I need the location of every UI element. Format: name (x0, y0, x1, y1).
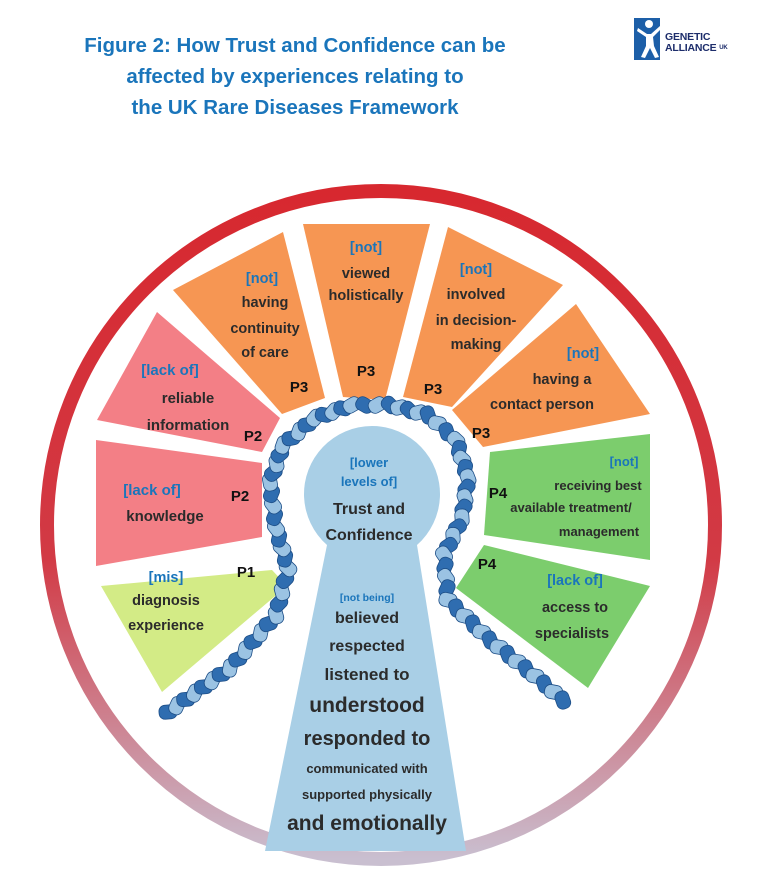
segment-qualifier: [lack of] (123, 482, 181, 499)
segment-shape (101, 570, 287, 692)
center-label: [lower levels of] Trust and Confidence (325, 455, 412, 544)
logo-wordmark: GENETIC ALLIANCE UK (665, 31, 728, 54)
segment-text-line: knowledge (126, 508, 204, 525)
segment-shape (452, 304, 650, 447)
keyhole-line-4: understood (309, 694, 425, 717)
segment-text-line: holistically (329, 288, 404, 304)
keyhole-line-3: listened to (324, 665, 409, 684)
logo-suffix: UK (719, 45, 728, 51)
priority-tag: P3 (472, 425, 490, 442)
center-line-1: Trust and (333, 501, 405, 518)
person-logo-icon (634, 18, 661, 60)
segment-text-line: specialists (535, 626, 609, 642)
keyhole-qualifier: [not being] (340, 592, 394, 604)
segment-text-line: access to (542, 600, 608, 616)
genetic-alliance-logo: GENETIC ALLIANCE UK (632, 14, 752, 66)
keyhole-line-8: and emotionally (287, 812, 447, 835)
segment-text-line: receiving best (554, 478, 642, 493)
segment-text-line: available treatment/ (510, 500, 632, 515)
segment-text-line: having a (533, 372, 593, 388)
segment-qualifier: [not] (460, 262, 492, 278)
center-line-2: Confidence (325, 527, 412, 544)
priority-tag: P3 (424, 381, 442, 398)
segment-text-line: of care (241, 345, 289, 361)
segment-p4b: [lack of] access to specialists P4 (456, 545, 650, 688)
segments-layer: [mis] diagnosis experience P1 [lack of] knowl… (96, 224, 650, 692)
segment-text-line: experience (128, 618, 204, 634)
keyhole-shape (265, 426, 466, 851)
segment-qualifier: [not] (350, 240, 382, 256)
segment-shape (173, 232, 325, 414)
priority-tag: P3 (290, 379, 308, 396)
segment-text-line: contact person (490, 397, 594, 413)
segment-qualifier: [not] (246, 271, 278, 287)
keyhole-line-1: believed (335, 610, 399, 627)
priority-tag: P2 (231, 488, 249, 505)
priority-tag: P2 (244, 428, 262, 445)
segment-text-line: making (451, 337, 502, 353)
segment-text-line: information (147, 417, 230, 434)
segment-qualifier: [lack of] (547, 573, 603, 589)
segment-qualifier: [lack of] (141, 362, 199, 379)
segment-qualifier: [mis] (149, 570, 184, 586)
segment-shape (484, 434, 650, 560)
figure-title: Figure 2: How Trust and Confidence can b… (40, 30, 550, 123)
segment-text-line: in decision- (436, 313, 517, 329)
segment-p2a: [lack of] knowledge P2 (96, 440, 262, 566)
outer-ring (40, 184, 722, 866)
priority-tag: P4 (489, 485, 508, 502)
segment-p1: [mis] diagnosis experience P1 (101, 564, 287, 692)
segment-shape (403, 227, 563, 407)
title-line-2: affected by experiences relating to (126, 65, 464, 88)
segment-text-line: diagnosis (132, 593, 200, 609)
segment-text-line: viewed (342, 266, 390, 282)
priority-tag: P3 (357, 363, 375, 380)
center-qualifier-line-1: [lower (350, 455, 388, 470)
segment-text-line: involved (447, 287, 506, 303)
segment-text-line: management (559, 524, 640, 539)
segment-text-line: reliable (162, 390, 215, 407)
segment-text-line: continuity (230, 321, 299, 337)
logo-line-1: GENETIC (665, 31, 711, 43)
priority-tag: P1 (237, 564, 255, 581)
chain-link (554, 690, 572, 710)
title-line-3: the UK Rare Diseases Framework (131, 96, 459, 119)
center-qualifier-line-2: levels of] (341, 474, 397, 489)
keyhole-line-5: responded to (304, 728, 431, 750)
segment-shape (97, 312, 280, 452)
segment-qualifier: [not] (610, 454, 639, 469)
handshake-chain (158, 395, 572, 720)
logo-line-2: ALLIANCE (665, 42, 717, 54)
segment-shape (303, 224, 430, 400)
segment-text-line: having (242, 295, 289, 311)
segment-shape (96, 440, 262, 566)
segment-p4a: [not] receiving best available treatment/m… (484, 434, 650, 560)
priority-tag: P4 (478, 556, 497, 573)
keyhole-line-6: communicated with (306, 761, 427, 776)
keyhole-line-7: supported physically (302, 787, 433, 802)
keyhole-text: [not being] believed respected listened … (287, 592, 447, 835)
segment-qualifier: [not] (567, 346, 599, 362)
title-line-1: Figure 2: How Trust and Confidence can b… (84, 34, 506, 57)
keyhole-line-2: respected (329, 638, 405, 655)
segment-shape (456, 545, 650, 688)
